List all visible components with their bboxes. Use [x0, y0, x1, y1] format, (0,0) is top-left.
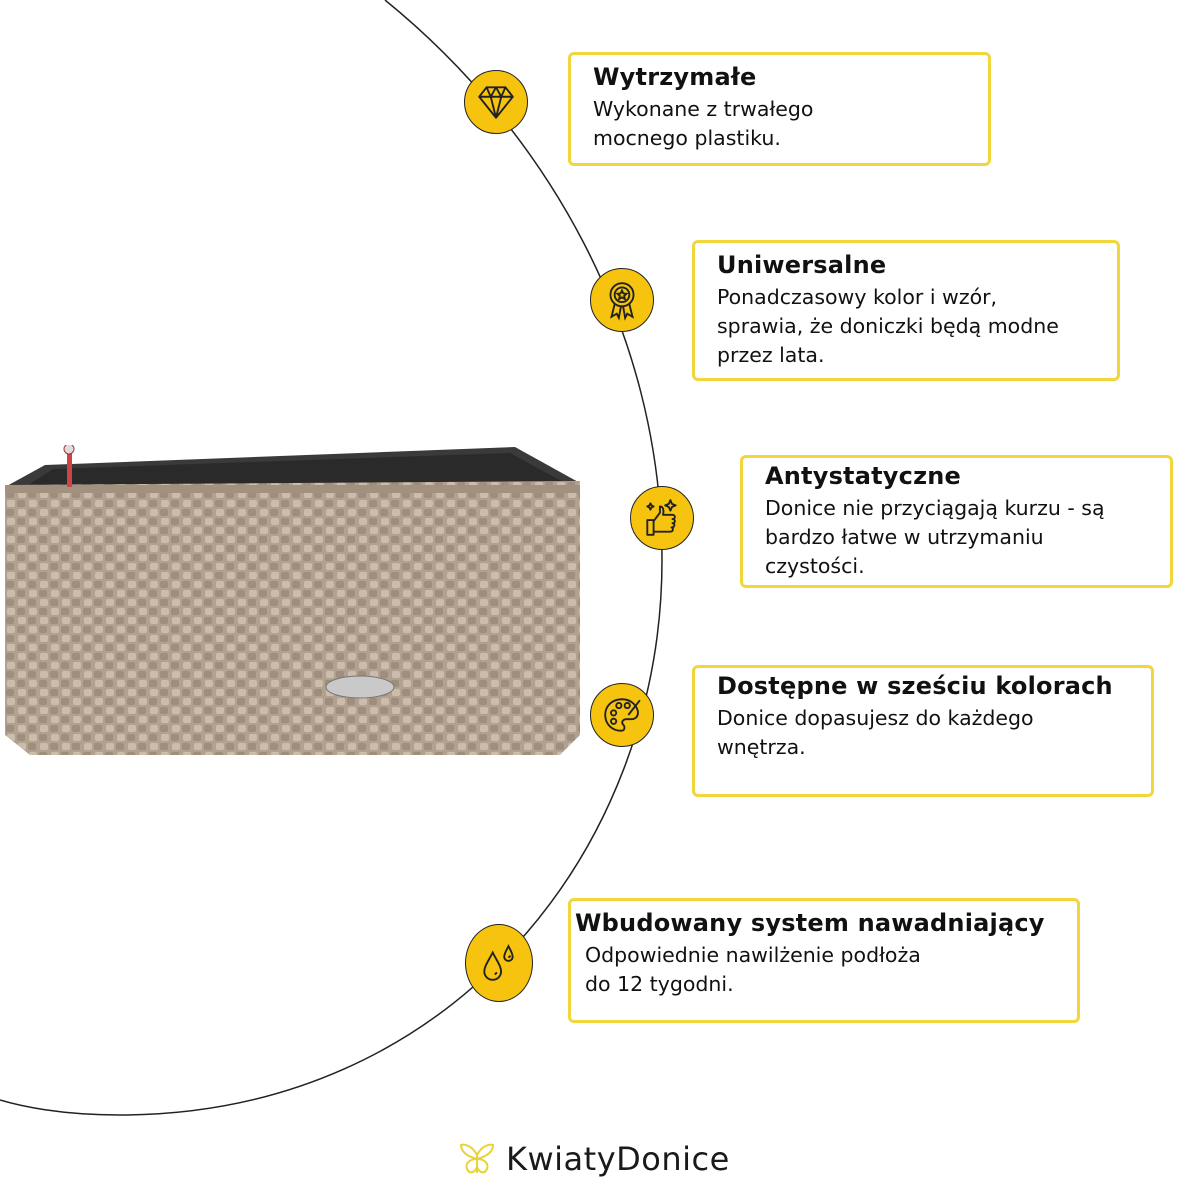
thumbs-up-sparkle-icon: [630, 486, 694, 550]
feature-description: Ponadczasowy kolor i wzór, sprawia, że do…: [717, 283, 1103, 370]
feature-description: Wykonane z trwałego mocnego plastiku.: [593, 95, 974, 153]
feature-card-irrigation: Wbudowany system nawadniający Odpowiedni…: [568, 898, 1080, 1023]
award-ribbon-icon: [590, 268, 654, 332]
feature-title: Wbudowany system nawadniający: [575, 909, 1045, 937]
planter-image: [5, 445, 580, 755]
feature-card-universal: Uniwersalne Ponadczasowy kolor i wzór, sp…: [692, 240, 1120, 381]
palette-icon: [590, 683, 654, 747]
description-line: Wykonane z trwałego: [593, 97, 814, 121]
feature-title: Dostępne w sześciu kolorach: [717, 672, 1113, 700]
description-line: Ponadczasowy kolor i wzór,: [717, 285, 998, 309]
feature-card-antistatic: Antystatyczne Donice nie przyciągają kur…: [740, 455, 1173, 588]
description-line: przez lata.: [717, 343, 825, 367]
description-line: sprawia, że doniczki będą modne: [717, 314, 1059, 338]
description-line: czystości.: [765, 554, 865, 578]
feature-title: Wytrzymałe: [593, 63, 757, 91]
diamond-icon: [464, 70, 528, 134]
feature-description: Donice nie przyciągają kurzu - są bardzo …: [765, 494, 1156, 581]
description-line: Donice dopasujesz do każdego: [717, 706, 1034, 730]
description-line: Odpowiednie nawilżenie podłoża: [585, 943, 921, 967]
description-line: Donice nie przyciągają kurzu - są: [765, 496, 1105, 520]
feature-title: Antystatyczne: [765, 462, 962, 490]
description-line: do 12 tygodni.: [585, 972, 734, 996]
brand-logo: KwiatyDonice: [458, 1140, 730, 1178]
description-line: bardzo łatwe w utrzymaniu: [765, 525, 1044, 549]
feature-title: Uniwersalne: [717, 251, 887, 279]
feature-card-colors: Dostępne w sześciu kolorach Donice dopas…: [692, 665, 1154, 797]
butterfly-logo-icon: [459, 1143, 495, 1174]
description-line: wnętrza.: [717, 735, 806, 759]
brand-name: KwiatyDonice: [506, 1140, 730, 1178]
feature-card-durable: Wytrzymałe Wykonane z trwałego mocnego pl…: [568, 52, 991, 166]
description-line: mocnego plastiku.: [593, 126, 781, 150]
feature-description: Odpowiednie nawilżenie podłoża do 12 tygo…: [575, 941, 1063, 999]
water-drops-icon: [465, 924, 533, 1002]
feature-description: Donice dopasujesz do każdego wnętrza.: [717, 704, 1137, 762]
